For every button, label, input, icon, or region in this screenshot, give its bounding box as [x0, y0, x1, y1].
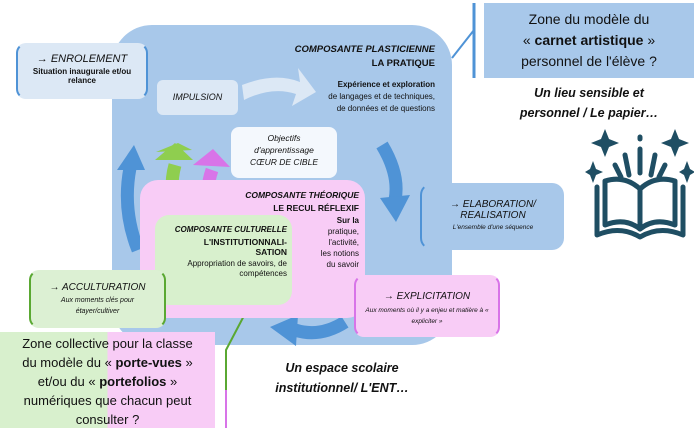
culturelle-title: COMPOSANTE CULTURELLE	[174, 225, 287, 234]
elaboration-title: → ELABORATION/	[450, 199, 536, 210]
white-arrow	[242, 68, 316, 106]
explicitation-title: → EXPLICITATION	[383, 291, 471, 302]
plasticienne-text: Expérience et exploration de langages et…	[270, 79, 435, 115]
connector-blue	[451, 29, 475, 59]
text: »	[181, 355, 193, 370]
blue-arrow-up	[120, 166, 145, 253]
line: Un lieu sensible et	[534, 86, 644, 100]
culturelle-text: Appropriation de savoirs, de compétences	[187, 259, 287, 278]
text: »	[166, 374, 178, 389]
zone-collective-box: Zone collective pour la classe du modèle…	[0, 332, 215, 428]
enrolement-sub: Situation inaugurale et/ou relance	[32, 67, 132, 85]
connector-green	[225, 309, 248, 390]
line: Sur la	[336, 216, 359, 225]
line: du savoir	[326, 260, 359, 269]
lieu-sensible: Un lieu sensible et personnel / Le papie…	[484, 83, 694, 123]
blue-arrow-bottom-head	[270, 315, 298, 346]
culturelle-subtitle-2: SATION	[255, 247, 287, 257]
line: numériques que chacun peut	[23, 393, 192, 408]
enrolement-title: → ENROLEMENT	[36, 53, 128, 65]
porte-vues: porte-vues	[115, 355, 182, 370]
line: d'apprentissage	[254, 145, 314, 155]
objectifs-box: Objectifs d'apprentissage CŒUR DE CIBLE	[231, 127, 337, 178]
quote: »	[643, 32, 656, 48]
elaboration-sub: L'ensemble d'une séquence	[452, 224, 534, 231]
blue-arrow-bottom	[293, 316, 349, 340]
enrolement-box: → ENROLEMENT Situation inaugurale et/ou …	[16, 43, 148, 99]
acculturation-title: → ACCULTURATION	[49, 282, 146, 293]
elaboration-box: → ELABORATION/ REALISATION L'ensemble d'…	[420, 183, 564, 250]
open-book-icon	[585, 129, 694, 240]
impulsion-box: IMPULSION	[157, 80, 238, 115]
theorique-title: COMPOSANTE THÉORIQUE	[245, 190, 359, 200]
theorique-subtitle: LE RECUL RÉFLEXIF	[273, 203, 359, 213]
line: Un espace scolaire	[285, 361, 399, 375]
line: Zone collective pour la classe	[22, 336, 193, 351]
line: pratique,	[327, 227, 359, 236]
violet-arrow-up-head	[193, 149, 230, 167]
blue-arrow-right	[376, 141, 403, 202]
acculturation-box: → ACCULTURATION Aux moments clés pour ét…	[29, 270, 166, 328]
plasticienne-title: COMPOSANTE PLASTICIENNE	[294, 44, 435, 55]
portefolios: portefolios	[99, 374, 167, 389]
line: personnel de l'élève ?	[521, 53, 657, 69]
text: et/ou du «	[37, 374, 100, 389]
explicitation-sub: Aux moments où il y a enjeu et matière à…	[365, 307, 489, 325]
line: institutionnel/ L'ENT…	[275, 381, 409, 395]
line: de langages et de techniques,	[328, 92, 435, 101]
elaboration-title-2: REALISATION	[460, 210, 526, 221]
line: Objectifs	[267, 133, 301, 143]
plasticienne-subtitle: LA PRATIQUE	[371, 58, 435, 69]
line: de données et de questions	[336, 104, 435, 113]
line: l'activité,	[328, 238, 359, 247]
line: Expérience et exploration	[337, 80, 435, 89]
carnet-artistique: carnet artistique	[534, 32, 644, 48]
quote: «	[522, 32, 535, 48]
line: personnel / Le papier…	[519, 106, 659, 120]
plasticienne-block: COMPOSANTE PLASTICIENNE LA PRATIQUE Expé…	[270, 44, 435, 115]
line: les notions	[320, 249, 359, 258]
culturelle-box: COMPOSANTE CULTURELLE L'INSTITUTIONNALI-…	[155, 215, 292, 305]
acculturation-sub: Aux moments clés pour étayer/cultiver	[60, 297, 135, 315]
culturelle-subtitle: L'INSTITUTIONNALI-	[203, 237, 287, 247]
zone-carnet-box: Zone du modèle du « carnet artistique » …	[484, 3, 694, 78]
text: du modèle du «	[22, 355, 116, 370]
line: Zone du modèle du	[528, 11, 650, 27]
blue-arrow-up-head	[117, 145, 145, 170]
espace-scolaire: Un espace scolaire institutionnel/ L'ENT…	[262, 358, 422, 398]
blue-arrow-right-head	[380, 195, 410, 222]
explicitation-box: → EXPLICITATION Aux moments où il y a en…	[354, 275, 500, 337]
line: consulter ?	[75, 412, 140, 427]
line: CŒUR DE CIBLE	[249, 157, 318, 167]
